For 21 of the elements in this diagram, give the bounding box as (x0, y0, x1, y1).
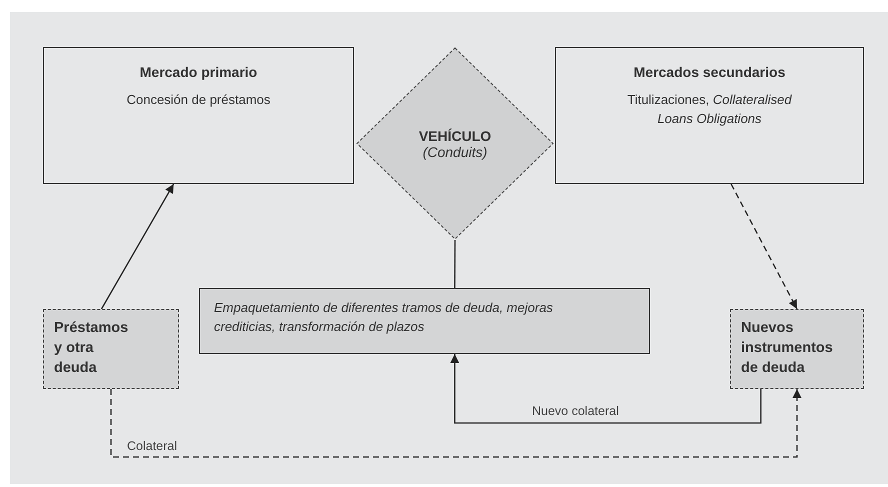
box-text: Titulizaciones, Collateralised Loans Obligations (626, 91, 793, 128)
edge-label: Colateral (125, 439, 180, 453)
vehicle-subtitle: (Conduits) (422, 144, 488, 160)
box-text: Préstamos y otra deuda (54, 319, 130, 378)
vehicle-diamond (356, 47, 554, 240)
market-box (555, 47, 864, 184)
box-text: Empaquetamiento de diferentes tramos de deuda, mejoras crediticias, transformación de plazos (214, 299, 554, 336)
box-heading: Mercado primario (138, 64, 258, 80)
asset-box (43, 309, 179, 389)
box-text: Nuevos instrumentos de deuda (741, 319, 834, 378)
vehicle-heading: VEHÍCULO (418, 128, 492, 144)
box-text: Concesión de préstamos (126, 91, 272, 109)
asset-box (730, 309, 864, 389)
connector-arrow (100, 184, 174, 310)
market-box (43, 47, 354, 184)
connector-arrow (730, 184, 798, 310)
box-heading: Mercados secundarios (632, 64, 786, 80)
connector-arrow (110, 389, 802, 458)
connector-arrow (450, 354, 762, 424)
process-box (199, 288, 650, 354)
edge-label: Nuevo colateral (530, 404, 621, 418)
